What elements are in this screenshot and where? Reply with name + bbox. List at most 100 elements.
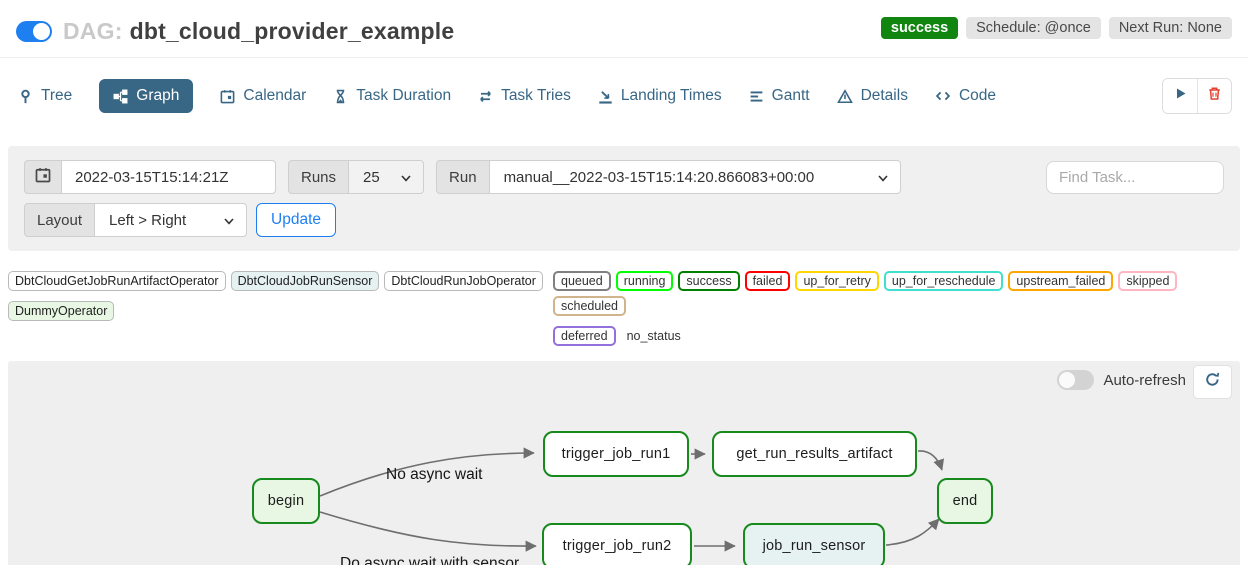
runs-label: Runs bbox=[288, 160, 350, 194]
filter-row-2: Layout Left > Right Update bbox=[24, 203, 1224, 237]
edge-begin-trigger2 bbox=[319, 511, 537, 552]
task-node-get_run_results_artifact[interactable]: get_run_results_artifact bbox=[712, 431, 917, 477]
trash-icon bbox=[1207, 86, 1222, 106]
runs-select-value: 25 bbox=[363, 168, 380, 186]
tab-label: Details bbox=[860, 87, 908, 104]
base-date-picker-button[interactable] bbox=[24, 160, 62, 194]
refresh-icon bbox=[1204, 371, 1221, 393]
filter-bar: Runs 25 Run manual__2022-03-15T15:14:20.… bbox=[8, 146, 1240, 251]
status-badge-success[interactable]: success bbox=[678, 271, 740, 291]
task-node-end[interactable]: end bbox=[937, 478, 993, 524]
update-button[interactable]: Update bbox=[256, 203, 337, 237]
status-badge-running[interactable]: running bbox=[615, 271, 674, 291]
auto-refresh-toggle[interactable] bbox=[1057, 370, 1095, 390]
dag-name: dbt_cloud_provider_example bbox=[129, 18, 455, 44]
status-badge-skipped[interactable]: skipped bbox=[1118, 271, 1178, 291]
chevron-down-icon bbox=[877, 169, 888, 186]
chevron-down-icon bbox=[224, 212, 234, 229]
runs-select[interactable]: 25 bbox=[348, 160, 425, 194]
status-badge-queued[interactable]: queued bbox=[553, 271, 611, 291]
status-badge-scheduled[interactable]: scheduled bbox=[553, 296, 626, 316]
edge-label: Do async wait with sensor bbox=[340, 555, 520, 565]
run-select-value: manual__2022-03-15T15:14:20.866083+00:00 bbox=[503, 168, 815, 186]
trigger-dag-button[interactable] bbox=[1163, 79, 1197, 113]
status-badge-up_for_retry[interactable]: up_for_retry bbox=[795, 271, 879, 291]
edge-label: No async wait bbox=[386, 466, 483, 483]
tab-code[interactable]: Code bbox=[935, 79, 996, 113]
tab-label: Task Tries bbox=[501, 87, 571, 104]
auto-refresh-label: Auto-refresh bbox=[1103, 371, 1186, 389]
tree-icon bbox=[18, 89, 33, 104]
task-node-job_run_sensor[interactable]: job_run_sensor bbox=[743, 523, 885, 565]
refresh-button[interactable] bbox=[1193, 365, 1232, 399]
tab-label: Task Duration bbox=[356, 87, 452, 104]
base-date-field-wrap bbox=[61, 160, 276, 194]
tab-gantt[interactable]: Gantt bbox=[749, 79, 810, 113]
operator-badge: DbtCloudJobRunSensor bbox=[230, 271, 380, 291]
operator-badge: DbtCloudRunJobOperator bbox=[384, 271, 543, 291]
tab-label: Gantt bbox=[771, 87, 810, 104]
tab-task-duration[interactable]: Task Duration bbox=[333, 79, 451, 113]
status-badge-failed[interactable]: failed bbox=[744, 271, 791, 291]
tab-label: Calendar bbox=[243, 87, 307, 104]
operator-badge: DummyOperator bbox=[8, 301, 115, 321]
status-badge-no_status[interactable]: no_status bbox=[626, 329, 681, 343]
dag-header: DAG:dbt_cloud_provider_example success S… bbox=[0, 0, 1248, 58]
toggle-knob bbox=[33, 23, 50, 40]
details-icon bbox=[836, 88, 853, 104]
tab-label: Landing Times bbox=[620, 87, 722, 104]
run-label: Run bbox=[436, 160, 490, 194]
chevron-down-icon bbox=[401, 169, 411, 186]
code-icon bbox=[935, 89, 951, 103]
status-badge-deferred[interactable]: deferred bbox=[553, 326, 616, 346]
tab-task-tries[interactable]: Task Tries bbox=[478, 79, 571, 113]
hourglass-icon bbox=[333, 89, 348, 104]
run-select[interactable]: manual__2022-03-15T15:14:20.866083+00:00 bbox=[488, 160, 901, 194]
toggle-knob bbox=[1059, 372, 1076, 388]
next-run-badge: Next Run: None bbox=[1108, 16, 1232, 39]
dag-pause-toggle[interactable] bbox=[16, 21, 52, 42]
graph-panel: Auto-refresh begin trigger_job_run1 get_ru… bbox=[8, 361, 1240, 565]
layout-label: Layout bbox=[24, 203, 96, 237]
tab-graph[interactable]: Graph bbox=[99, 79, 194, 113]
gantt-icon bbox=[749, 89, 764, 104]
task-node-trigger_job_run1[interactable]: trigger_job_run1 bbox=[543, 431, 689, 477]
tab-calendar[interactable]: Calendar bbox=[220, 79, 306, 113]
delete-dag-button[interactable] bbox=[1197, 79, 1231, 113]
status-badge-upstream_failed[interactable]: upstream_failed bbox=[1008, 271, 1114, 291]
base-date-input[interactable] bbox=[62, 168, 275, 186]
tab-bar: Tree Graph Calendar Task Duration Task Tries… bbox=[0, 58, 1248, 126]
layout-select[interactable]: Left > Right bbox=[94, 203, 248, 237]
task-node-trigger_job_run2[interactable]: trigger_job_run2 bbox=[542, 523, 692, 565]
repeat-icon bbox=[478, 89, 493, 104]
status-badge-up_for_reschedule[interactable]: up_for_reschedule bbox=[883, 271, 1004, 291]
tab-label: Code bbox=[958, 87, 997, 104]
tab-label: Graph bbox=[136, 87, 180, 104]
landing-icon bbox=[598, 89, 613, 104]
operator-badge: DbtCloudGetJobRunArtifactOperator bbox=[8, 271, 226, 291]
dag-prefix-label: DAG: bbox=[63, 18, 123, 44]
graph-icon bbox=[113, 89, 128, 104]
edge-artifact-end bbox=[917, 450, 945, 471]
tab-tree[interactable]: Tree bbox=[18, 79, 72, 113]
calendar-icon bbox=[220, 89, 235, 104]
status-badge: success bbox=[880, 16, 959, 39]
page-title: DAG:dbt_cloud_provider_example bbox=[63, 18, 454, 45]
header-badges: success Schedule: @once Next Run: None bbox=[880, 16, 1232, 39]
edge-begin-trigger1 bbox=[319, 447, 535, 497]
find-task-input[interactable] bbox=[1046, 160, 1224, 194]
dag-action-buttons bbox=[1162, 78, 1232, 114]
edge-sensor-end bbox=[885, 518, 940, 546]
dag-edges-svg bbox=[319, 447, 945, 552]
tab-label: Tree bbox=[41, 87, 73, 104]
layout-select-value: Left > Right bbox=[109, 211, 187, 229]
tab-landing-times[interactable]: Landing Times bbox=[598, 79, 722, 113]
auto-refresh-control: Auto-refresh bbox=[1057, 370, 1186, 390]
tab-details[interactable]: Details bbox=[836, 79, 908, 113]
play-icon bbox=[1173, 86, 1188, 106]
filter-row-1: Runs 25 Run manual__2022-03-15T15:14:20.… bbox=[24, 160, 1224, 194]
schedule-badge: Schedule: @once bbox=[966, 16, 1101, 39]
task-node-begin[interactable]: begin bbox=[252, 478, 320, 524]
